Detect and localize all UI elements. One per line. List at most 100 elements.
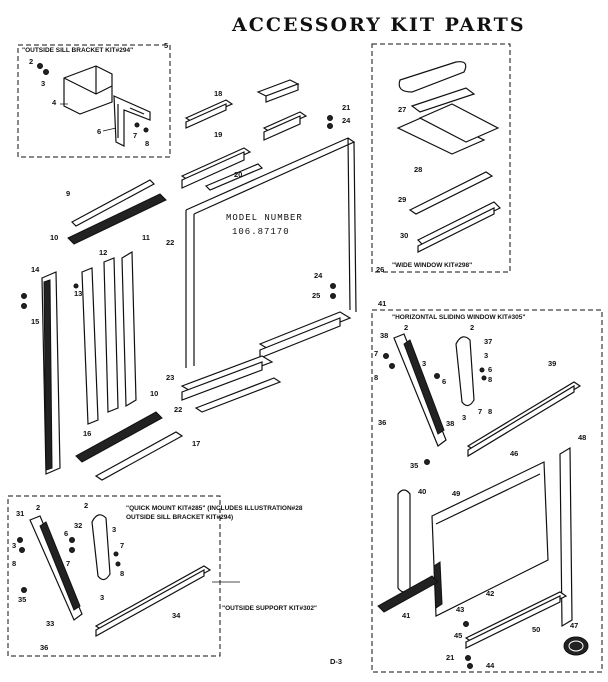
u-bracket-37 [455,336,475,407]
callout-3-k305: 3 [422,359,426,368]
callout-2-k302b: 2 [84,501,88,510]
model-number-label: MODEL NUMBER [226,213,303,223]
callout-7-k305c: 7 [478,407,482,416]
callout-11: 11 [142,233,150,242]
kit-298-box [371,43,511,273]
model-number-value: 106.87170 [232,227,290,237]
callout-24: 24 [314,271,323,280]
callout-21-k305: 21 [446,653,454,662]
callout-47: 47 [570,621,578,630]
callout-10: 10 [50,233,58,242]
callout-10b: 10 [150,389,158,398]
foam-41 [377,575,439,613]
callout-2: 2 [29,57,33,66]
main-kit-parts: 18 19 20 21 24 22 MODEL NUMBER 106.87170… [21,79,357,481]
callout-14: 14 [31,265,40,274]
callout-41-top: 41 [378,299,386,308]
foam-10 [67,193,167,245]
callout-50: 50 [532,625,540,634]
u-bracket-32 [91,514,111,581]
callout-6-k305: 6 [442,377,446,386]
callout-15: 15 [31,317,39,326]
callout-42: 42 [486,589,494,598]
callout-3-k305b: 3 [484,351,488,360]
kit-302-box [7,495,221,657]
kit-294-label: "OUTSIDE SILL BRACKET KIT#294" [22,47,133,54]
strip-9 [71,179,155,227]
callout-9: 9 [66,189,70,198]
callout-38b: 38 [446,419,454,428]
page-number: D-3 [330,657,342,666]
outside-sill-bracket-kit-294: "OUTSIDE SILL BRACKET KIT#294" 2 3 4 5 6… [17,41,171,158]
kit-302-label: "OUTSIDE SUPPORT KIT#302" [222,605,317,612]
callout-45: 45 [454,631,462,640]
callout-3-k302: 3 [12,541,16,550]
strip-48 [559,446,573,628]
callout-32: 32 [74,521,82,530]
kit-305-box [371,309,603,673]
callout-43: 43 [456,605,464,614]
kit-294-box [17,44,171,158]
callout-20: 20 [234,170,242,179]
callout-28: 28 [414,165,422,174]
angle-bracket [113,95,151,147]
callout-35-k302: 35 [18,595,26,604]
callout-7-k302: 7 [66,559,70,568]
callout-26: 26 [376,265,384,274]
callout-48: 48 [578,433,586,442]
callout-21: 21 [342,103,350,112]
gasket-frame [185,137,357,368]
callout-36: 36 [378,418,386,427]
kit-305-label: "HORIZONTAL SLIDING WINDOW KIT#305" [392,314,525,321]
callout-3-k302b: 3 [112,525,116,534]
diagram-title: ACCESSORY KIT PARTS [231,14,526,36]
callout-39: 39 [548,359,556,368]
wide-window-panel [396,113,486,155]
callout-23: 23 [166,373,174,382]
callout-40: 40 [418,487,426,496]
part-47-disc [563,636,589,656]
callout-7: 7 [133,131,137,140]
callout-2-k305b: 2 [470,323,474,332]
callout-30: 30 [400,231,408,240]
callout-24-top: 24 [342,116,351,125]
callout-41: 41 [402,611,410,620]
quick-mount-label-2: OUTSIDE SILL BRACKET KIT#294) [126,514,233,521]
callout-6-k302: 6 [64,529,68,538]
callout-25: 25 [312,291,320,300]
callout-34: 34 [172,611,181,620]
horizontal-sliding-window-kit-305: 41 "HORIZONTAL SLIDING WINDOW KIT#305" 3… [371,299,603,673]
callout-17: 17 [192,439,200,448]
callout-8-k305: 8 [374,373,378,382]
callout-31: 31 [16,509,24,518]
callout-35-k305: 35 [410,461,418,470]
callout-2-k305: 2 [404,323,408,332]
callout-8: 8 [145,139,149,148]
callout-8-k302b: 8 [120,569,124,578]
callout-18: 18 [214,89,222,98]
callout-22: 22 [166,238,174,247]
callout-7-k302b: 7 [120,541,124,550]
callout-6-k305b: 6 [488,365,492,374]
quick-mount-label: "QUICK MOUNT KIT#285" (INCLUDES ILLUSTRA… [126,505,303,512]
kit-298-label: "WIDE WINDOW KIT#298" [392,262,472,269]
callout-2-k302: 2 [36,503,40,512]
callout-44: 44 [486,661,495,670]
callout-29: 29 [398,195,406,204]
callout-3-k305c: 3 [462,413,466,422]
callout-3-k302c: 3 [100,593,104,602]
callout-8-k302: 8 [12,559,16,568]
callout-19: 19 [214,130,222,139]
callout-4: 4 [52,98,57,107]
strip-17 [94,431,184,481]
callout-5: 5 [164,41,168,50]
callout-8-k305b: 8 [488,375,492,384]
wide-window-kit-298: 27 28 29 30 26 "WIDE WINDOW KIT#298" [371,43,511,274]
wide-window-bracket [398,61,467,93]
callout-7-k305: 7 [374,349,378,358]
post-40 [397,489,411,593]
callout-37: 37 [484,337,492,346]
callout-33: 33 [46,619,54,628]
callout-22b: 22 [174,405,182,414]
callout-49: 49 [452,489,460,498]
